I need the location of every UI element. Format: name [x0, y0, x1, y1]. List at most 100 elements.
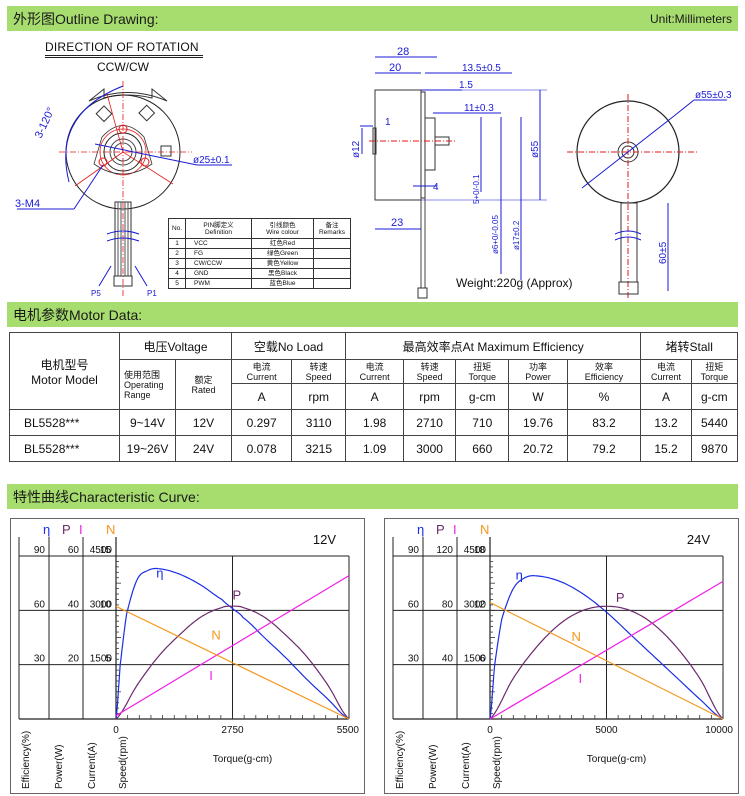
- dim-phi55-front-label: ø55±0.3: [695, 90, 732, 101]
- pin-header-definition-cn: PIN脚定义: [203, 221, 234, 229]
- x-tick-label: 5000: [595, 725, 618, 736]
- pin-header-wire-en: Wire colour: [266, 228, 299, 236]
- x-tick-label: 0: [113, 725, 119, 736]
- me-speed-cell: 3000: [403, 435, 457, 462]
- pin-definition: CW/CCW: [185, 258, 252, 269]
- axis-tick-label-current: 15: [100, 545, 112, 556]
- axis-tick-label-speed: 4500: [90, 545, 113, 556]
- axis-tick-label-speed: 4500: [464, 545, 487, 556]
- unit-cell: g-cm: [455, 383, 510, 410]
- me-torque-en: Torque: [468, 371, 497, 382]
- nl-current-cell: 0.297: [230, 409, 293, 436]
- axis-name-power: Power(W): [428, 745, 439, 789]
- front-break-mark: [614, 230, 642, 241]
- axis-name-power: Power(W): [54, 745, 65, 789]
- pin-wire-colour: 蓝色Blue: [251, 278, 314, 289]
- x-tick-label: 5500: [337, 725, 360, 736]
- axis-tick-label-current: 6: [479, 654, 485, 665]
- x-axis-label: Torque(g-cm): [587, 754, 646, 765]
- pin-definition: PWM: [185, 278, 252, 289]
- axis-tick-label-power: 120: [436, 545, 453, 556]
- side-view: 28 20 13.5±0.5 1.5 11±0.3 1 ø12 ø55 4 5+…: [351, 46, 547, 299]
- operating-range-cn: 使用范围: [124, 369, 161, 380]
- series-line-efficiency: [489, 574, 724, 720]
- no-load-header: 空载No Load: [230, 332, 347, 360]
- x-tick-label: 2750: [221, 725, 244, 736]
- mount-plate: [93, 125, 153, 175]
- bolt-circle-label: ø25±0.1: [193, 155, 230, 166]
- me-efficiency-cn: 效率: [594, 361, 613, 372]
- weight-label: Weight:220g (Approx): [456, 276, 573, 290]
- nl-speed-cn: 转速: [309, 361, 328, 372]
- pin-remark: [313, 238, 351, 249]
- dim-1-5-label: 1.5: [459, 80, 473, 91]
- me-current-en: Current: [359, 371, 390, 382]
- axis-symbol-speed: N: [480, 522, 489, 537]
- chart-title: 24V: [687, 532, 710, 547]
- axis-symbol-power: P: [62, 522, 71, 537]
- voltage-header: 电压Voltage: [119, 332, 232, 360]
- thread-leader: [73, 164, 104, 210]
- slot-right: [138, 104, 156, 122]
- me-power-cn: 功率: [529, 361, 548, 372]
- axis-tick-label-current: 12: [474, 599, 486, 610]
- motor-data-title: 电机参数Motor Data:: [13, 306, 143, 323]
- axis-tick-label-power: 60: [68, 545, 80, 556]
- me-speed-en: Speed: [416, 371, 443, 382]
- pin-no: 5: [168, 278, 186, 289]
- p5-leader: [98, 265, 112, 287]
- axis-tick-label-efficiency: 90: [408, 545, 420, 556]
- series-line-speed: [489, 601, 724, 720]
- model-header-cn: 电机型号: [40, 357, 89, 372]
- axis-name-efficiency: Efficiency(%): [395, 731, 406, 789]
- axis-tick-label-current: 5: [105, 654, 111, 665]
- range-cell: 19~26V: [119, 435, 176, 462]
- unit-cell: %: [566, 383, 642, 410]
- x-tick-label: 0: [487, 725, 493, 736]
- dim-13-5-label: 13.5±0.5: [462, 63, 501, 74]
- front-view: ø55±0.3 60±5: [567, 90, 732, 298]
- series-line-current: [115, 575, 350, 717]
- st-torque-cn: 扭矩: [705, 361, 724, 372]
- rated-cn: 额定: [194, 374, 213, 385]
- series-label-efficiency: η: [516, 568, 523, 583]
- series-line-current: [489, 580, 724, 720]
- axis-tick-label-efficiency: 60: [408, 599, 420, 610]
- front-connector: [618, 281, 639, 295]
- me-current-cell: 1.98: [345, 409, 405, 436]
- axis-tick-label-efficiency: 30: [408, 654, 420, 665]
- rear-view: 3-120° 3-M4 ø25±0.1 P5 P1: [15, 81, 232, 298]
- unit-cell: A: [345, 383, 405, 410]
- pin-definition: FG: [185, 248, 252, 259]
- nl-current-en: Current: [246, 371, 277, 382]
- angle-dimension-arc: [65, 85, 124, 183]
- side-connector: [417, 287, 428, 299]
- axis-tick-label-power: 40: [68, 599, 80, 610]
- operating-range-en: Operating Range: [124, 379, 164, 400]
- me-power-cell: 19.76: [508, 409, 568, 436]
- slot-side: [160, 145, 172, 157]
- flange: [420, 91, 426, 199]
- dim-phi55-side-label: ø55: [530, 140, 541, 158]
- axis-tick-label-current: 10: [100, 599, 112, 610]
- nl-current-cn: 电流: [252, 361, 271, 372]
- pin-no: 2: [168, 248, 186, 259]
- direction-value: CCW/CW: [97, 60, 149, 74]
- rated-cell: 24V: [175, 435, 232, 462]
- front-dia-leader: [673, 99, 695, 117]
- p1-label: P1: [147, 289, 157, 298]
